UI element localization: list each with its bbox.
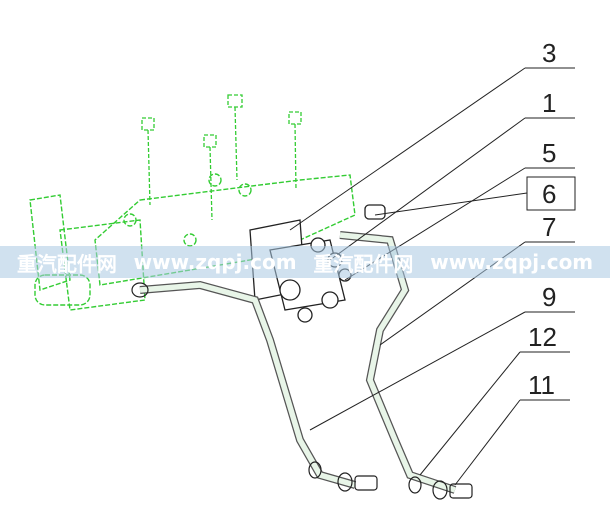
- callout-12: 12: [528, 322, 557, 352]
- callout-1: 1: [542, 88, 557, 118]
- watermark-url: www.zqpj.com: [430, 250, 594, 274]
- watermark-site-name: 重汽配件网: [313, 251, 414, 276]
- watermark-band: 重汽配件网 www.zqpj.com 重汽配件网 www.zqpj.com: [0, 246, 610, 278]
- leader-lines: [289, 67, 576, 486]
- callout-6: 6: [542, 179, 557, 209]
- callout-5: 5: [542, 138, 557, 168]
- callout-9: 9: [542, 282, 557, 312]
- bolts: [141, 94, 302, 221]
- callout-3: 3: [542, 38, 557, 68]
- watermark-site-name: 重汽配件网: [16, 251, 117, 276]
- callout-11: 11: [528, 370, 555, 400]
- callout-7: 7: [542, 212, 557, 242]
- watermark-url: www.zqpj.com: [133, 250, 297, 274]
